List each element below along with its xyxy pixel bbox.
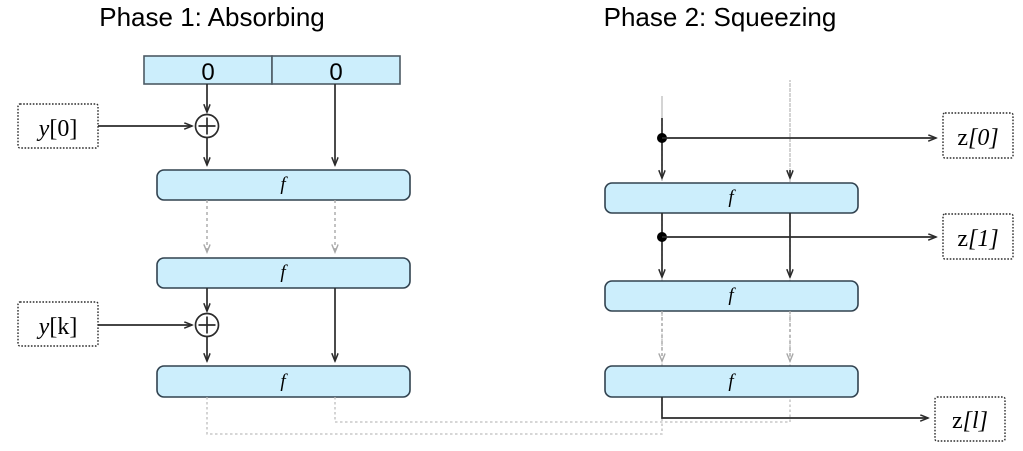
phase1-f-box-3-rect [156, 365, 411, 398]
input-y0-label: y[0] [37, 116, 78, 142]
phase2-f-box-1: f [604, 182, 859, 214]
output-zl-frame [934, 396, 1006, 442]
phase1-title: Phase 1: Absorbing [99, 2, 325, 32]
output-z0-frame [942, 112, 1014, 159]
input-box-yk: y[k] [17, 301, 99, 347]
phase2-f-box-3: f [604, 365, 859, 398]
phase1-f-box-3-label: f [280, 371, 288, 392]
phase2-f-box-1-label: f [728, 187, 736, 208]
feedback-route-capacity [334, 80, 791, 423]
phase1-f-box-2: f [156, 257, 411, 289]
state-capacity-value: 0 [329, 59, 342, 86]
phase1-f-box-2-label: f [280, 262, 288, 283]
output-zl-label: z[l] [952, 408, 988, 434]
output-box-z1: z[1] [942, 213, 1014, 260]
input-yk-label: y[k] [37, 314, 78, 340]
phase2-f-box-3-label: f [728, 371, 736, 392]
xor-gate-1-plus-icon [198, 117, 216, 135]
output-box-z0: z[0] [942, 112, 1014, 159]
state-bar-rate-cell [143, 55, 273, 85]
arrow-f3-to-zl [661, 397, 928, 418]
initial-state-bar: 0 0 [143, 55, 401, 86]
xor-gate-2 [194, 312, 220, 338]
phase2-f-box-3-rect [604, 365, 859, 398]
phase1-f-box-3: f [156, 365, 411, 398]
input-box-y0: y[0] [17, 103, 99, 149]
input-y0-frame [17, 103, 99, 149]
output-z1-label: z[1] [957, 226, 998, 252]
phase1-f-box-1: f [156, 169, 411, 201]
feedback-route-rate [206, 96, 663, 435]
state-rate-value: 0 [201, 59, 214, 86]
phase1-f-box-2-rect [156, 257, 411, 289]
output-z1-frame [942, 213, 1014, 260]
state-bar-capacity-cell [271, 55, 401, 85]
phase2-f-box-2-rect [604, 280, 859, 312]
xor-gate-1 [194, 113, 220, 139]
phase1-f-box-1-label: f [280, 174, 288, 195]
phase1-f-box-1-rect [156, 169, 411, 201]
output-z0-label: z[0] [957, 125, 998, 151]
phase2-f-box-1-rect [604, 182, 859, 214]
input-yk-frame [17, 301, 99, 347]
phase2-title: Phase 2: Squeezing [604, 2, 837, 32]
phase2-f-box-2-label: f [728, 285, 736, 306]
output-box-zl: z[l] [934, 396, 1006, 442]
phase2-f-box-2: f [604, 280, 859, 312]
xor-gate-2-plus-icon [198, 316, 216, 334]
